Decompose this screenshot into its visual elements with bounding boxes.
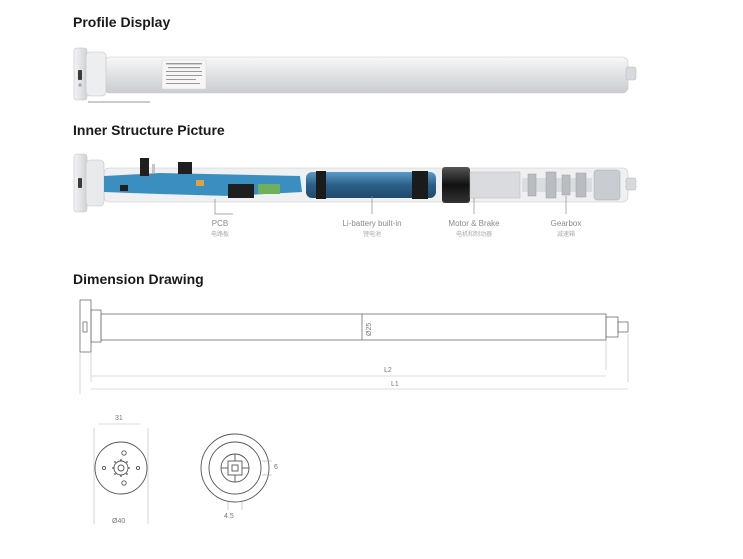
dim-head-diameter: Ø40 — [112, 518, 126, 525]
heading-inner-structure: Inner Structure Picture — [73, 122, 225, 138]
dim-tube-diameter: Ø25 — [366, 322, 373, 336]
dim-width-31: 31 — [115, 415, 123, 422]
label-pcb: PCB 电路板 — [200, 219, 240, 238]
heading-dimension-drawing: Dimension Drawing — [73, 271, 204, 287]
label-gearbox-en: Gearbox — [550, 219, 582, 228]
dim-offset-4-5: 4.5 — [224, 513, 234, 520]
label-gearbox: Gearbox 减速箱 — [538, 219, 594, 238]
label-motor-brake-en: Motor & Brake — [448, 219, 500, 228]
heading-profile-display: Profile Display — [73, 14, 171, 30]
label-li-battery: Li-battery built-in 锂电池 — [330, 219, 414, 238]
dim-l1: L1 — [391, 381, 399, 388]
label-pcb-en: PCB — [211, 219, 229, 228]
label-pcb-cn: 电路板 — [210, 232, 229, 238]
label-gearbox-cn: 减速箱 — [556, 232, 575, 238]
dim-l2: L2 — [384, 367, 392, 374]
label-motor-brake-cn: 电机和制动器 — [455, 232, 492, 238]
label-li-battery-cn: 锂电池 — [362, 232, 381, 238]
label-motor-brake: Motor & Brake 电机和制动器 — [440, 219, 508, 238]
label-li-battery-en: Li-battery built-in — [342, 219, 402, 228]
dim-side-6: 6 — [274, 464, 278, 471]
